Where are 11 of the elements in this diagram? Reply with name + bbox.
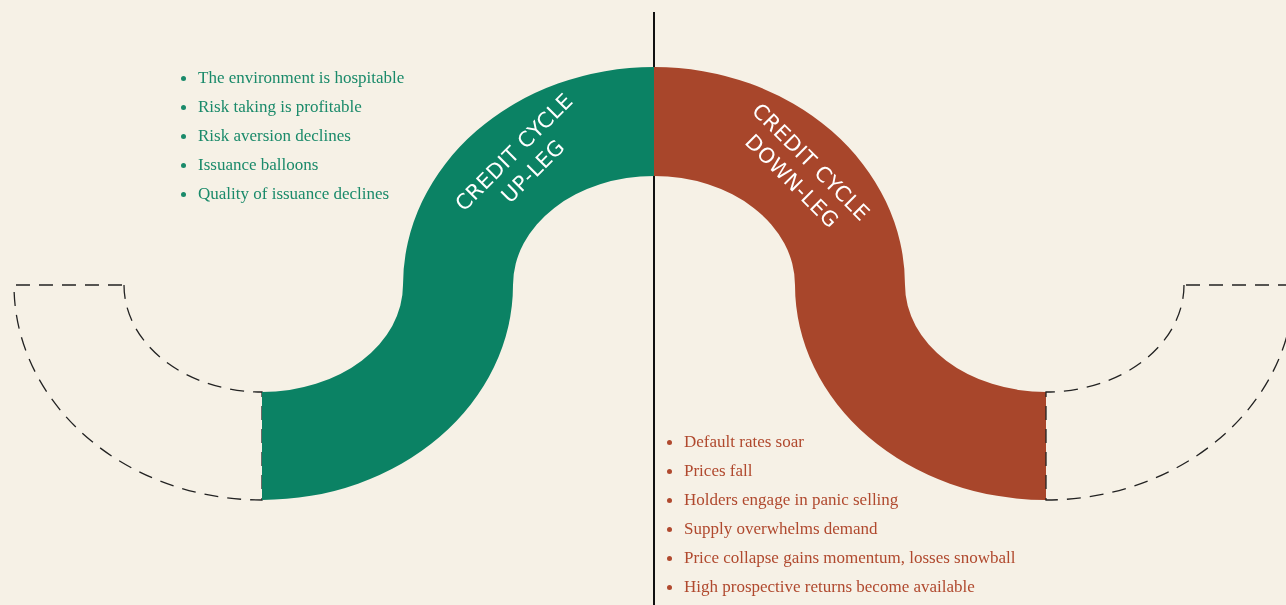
- bullet-item: High prospective returns become available: [666, 577, 975, 597]
- bullet-item: Issuance balloons: [180, 155, 319, 175]
- bullet-item: Price collapse gains momentum, losses snowball: [666, 548, 1016, 568]
- bullet-item: Risk taking is profitable: [180, 97, 362, 117]
- bullet-item: Default rates soar: [666, 432, 804, 452]
- bullet-item: Quality of issuance declines: [180, 184, 390, 204]
- bullet-item: Supply overwhelms demand: [666, 519, 878, 539]
- bullet-item: Holders engage in panic selling: [666, 490, 899, 510]
- bullet-item: Risk aversion declines: [180, 126, 351, 146]
- bullet-item: Prices fall: [666, 461, 753, 481]
- bullet-item: The environment is hospitable: [180, 68, 405, 88]
